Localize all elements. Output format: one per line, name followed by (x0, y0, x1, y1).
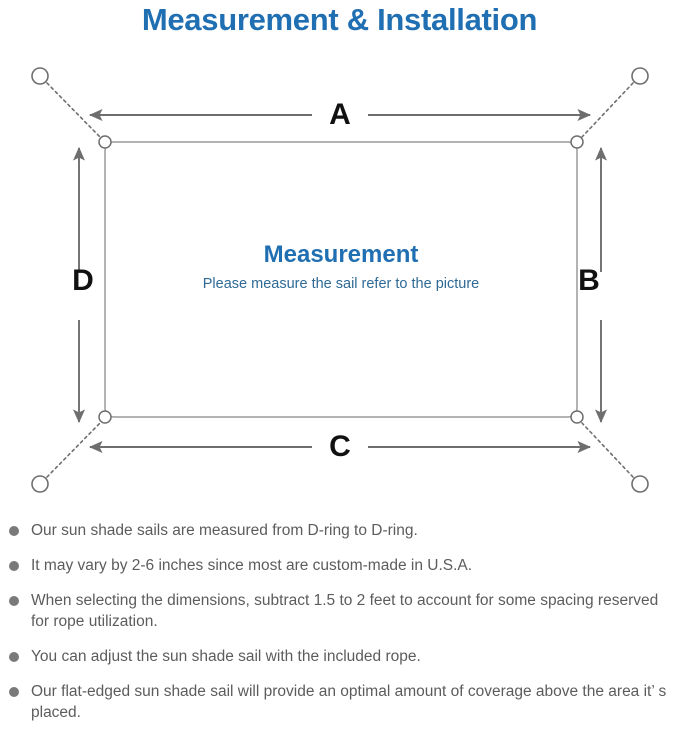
d-ring-top-right-icon (570, 135, 584, 149)
measurement-diagram: Measurement Please measure the sail refe… (0, 44, 679, 514)
bullet-icon (9, 687, 19, 697)
notes-list: Our sun shade sails are measured from D-… (0, 520, 679, 737)
list-item: It may vary by 2-6 inches since most are… (0, 555, 679, 576)
bullet-icon (9, 596, 19, 606)
d-ring-bottom-right-icon (570, 410, 584, 424)
note-text: It may vary by 2-6 inches since most are… (31, 557, 473, 574)
d-ring-bottom-left-icon (98, 410, 112, 424)
note-text: Our sun shade sails are measured from D-… (31, 522, 418, 539)
note-text: You can adjust the sun shade sail with t… (31, 648, 421, 665)
list-item: Our sun shade sails are measured from D-… (0, 520, 679, 541)
rope-top-left (46, 82, 101, 138)
rope-bottom-left (46, 422, 101, 478)
d-ring-top-left-icon (98, 135, 112, 149)
list-item: When selecting the dimensions, subtract … (0, 590, 679, 632)
page-title: Measurement & Installation (141, 2, 538, 37)
bullet-icon (9, 526, 19, 536)
note-text: Our flat-edged sun shade sail will provi… (31, 683, 667, 721)
list-item: You can adjust the sun shade sail with t… (0, 646, 679, 667)
bullet-icon (9, 561, 19, 571)
rope-top-right (581, 82, 634, 138)
d-rings (98, 135, 584, 424)
diagram-svg (31, 67, 649, 493)
anchor-points (31, 67, 649, 493)
anchor-bottom-right-icon (631, 475, 649, 493)
rope-lines (46, 82, 634, 478)
list-item: Our flat-edged sun shade sail will provi… (0, 681, 679, 723)
note-text: When selecting the dimensions, subtract … (31, 592, 659, 630)
rope-bottom-right (581, 422, 634, 478)
anchor-top-left-icon (31, 67, 49, 85)
dimension-arrows (72, 108, 608, 454)
sail-body (104, 141, 578, 418)
bullet-icon (9, 652, 19, 662)
anchor-bottom-left-icon (31, 475, 49, 493)
anchor-top-right-icon (631, 67, 649, 85)
